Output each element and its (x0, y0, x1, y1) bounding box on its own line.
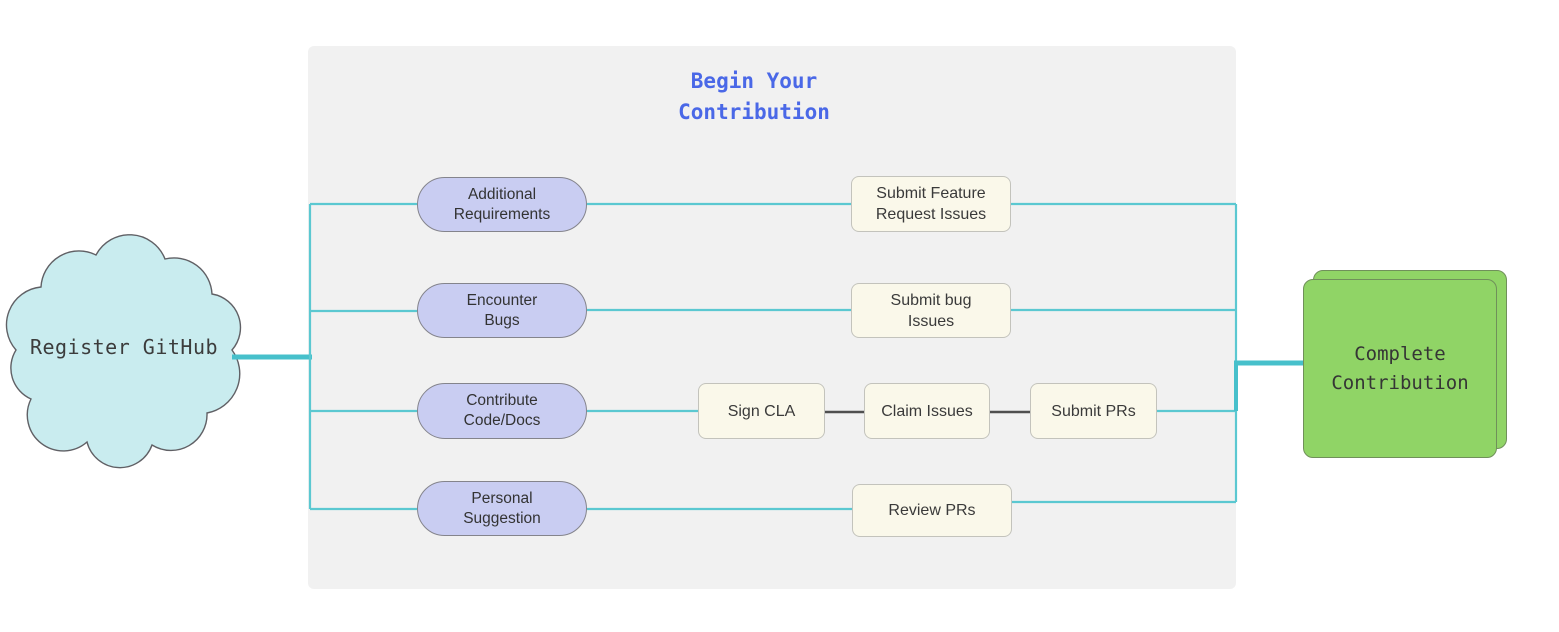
card-sign-cla: Sign CLA (698, 383, 825, 439)
panel-title: Begin Your Contribution (678, 69, 830, 124)
end-node-complete-contribution: Complete Contribution (1303, 279, 1497, 458)
pill-personal-suggestion: Personal Suggestion (417, 481, 587, 536)
card-claim-issues: Claim Issues (864, 383, 990, 439)
pill-encounter-bugs: Encounter Bugs (417, 283, 587, 338)
card-submit-feature-request-issues: Submit Feature Request Issues (851, 176, 1011, 232)
card-submit-prs: Submit PRs (1030, 383, 1157, 439)
pill-contribute-code-docs: Contribute Code/Docs (417, 383, 587, 439)
card-submit-bug-issues: Submit bug Issues (851, 283, 1011, 338)
card-review-prs: Review PRs (852, 484, 1012, 537)
start-node-register-github: Register GitHub (29, 335, 219, 359)
pill-additional-requirements: Additional Requirements (417, 177, 587, 232)
